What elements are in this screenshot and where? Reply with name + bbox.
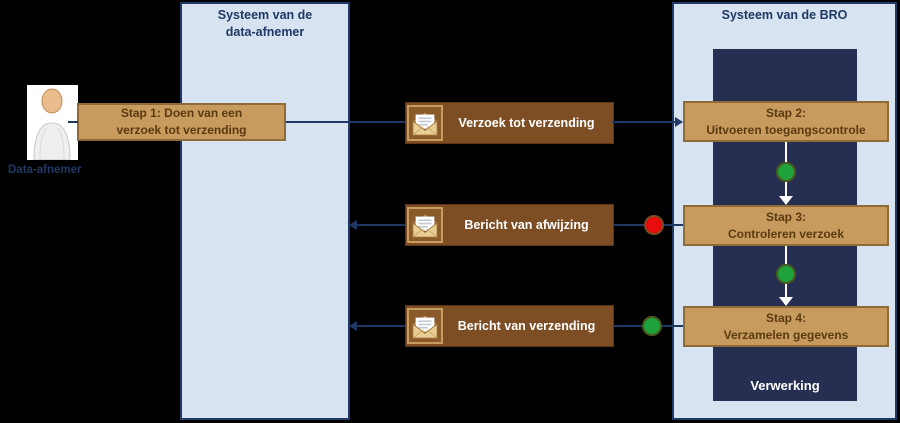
step4-line2: Verzamelen gegevens xyxy=(723,327,849,342)
step2-box: Stap 2: Uitvoeren toegangscontrole xyxy=(683,101,889,142)
arrowhead-into-consumer-row3 xyxy=(349,321,357,331)
envelope-frame xyxy=(407,207,443,243)
envelope-icon xyxy=(411,214,439,238)
consumer-system-panel xyxy=(180,2,350,420)
envelope-icon xyxy=(411,112,439,136)
flow-status-dot-2 xyxy=(776,264,796,284)
envelope-icon xyxy=(411,315,439,339)
step1-line2: verzoek tot verzending xyxy=(116,123,247,137)
processing-label: Verwerking xyxy=(750,378,820,393)
envelope-frame xyxy=(407,105,443,141)
step3-line1: Stap 3: xyxy=(765,209,806,224)
status-dot-rejected xyxy=(644,215,664,235)
bro-panel-title: Systeem van de BRO xyxy=(721,8,848,22)
message-rejection-box: Bericht van afwijzing xyxy=(405,204,614,246)
flow-arrowhead-step3 xyxy=(779,196,793,205)
actor-label: Data-afnemer xyxy=(8,164,82,176)
message-request-label: Verzoek tot verzending xyxy=(458,116,595,130)
connector-step1-message1 xyxy=(286,121,405,123)
step4-line1: Stap 4: xyxy=(765,310,806,325)
flow-arrowhead-step4 xyxy=(779,297,793,306)
person-icon xyxy=(33,88,71,161)
status-dot-approved xyxy=(642,316,662,336)
message-delivery-label: Bericht van verzending xyxy=(457,319,596,333)
step3-box: Stap 3: Controleren verzoek xyxy=(683,205,889,246)
message-rejection-label: Bericht van afwijzing xyxy=(464,218,589,232)
step2-line1: Stap 2: xyxy=(765,105,806,120)
envelope-frame xyxy=(407,308,443,344)
connector-message1-step2 xyxy=(612,121,676,123)
arrowhead-into-step2 xyxy=(675,117,683,127)
connector-actor-step1 xyxy=(68,121,78,123)
connector-message3-consumer xyxy=(356,325,405,327)
message-delivery-box: Bericht van verzending xyxy=(405,305,614,347)
step2-line2: Uitvoeren toegangscontrole xyxy=(706,122,866,137)
consumer-title-line2: data-afnemer xyxy=(225,24,305,39)
step4-box: Stap 4: Verzamelen gegevens xyxy=(683,306,889,347)
consumer-title-line1: Systeem van de xyxy=(217,8,313,22)
arrowhead-into-consumer-row2 xyxy=(349,220,357,230)
step1-box: Stap 1: Doen van een verzoek tot verzend… xyxy=(77,103,286,141)
connector-message2-consumer xyxy=(356,224,405,226)
flow-status-dot-1 xyxy=(776,162,796,182)
consumer-panel-title: Systeem van de data-afnemer xyxy=(180,7,350,41)
step1-line1: Stap 1: Doen van een xyxy=(120,106,243,121)
step3-line2: Controleren verzoek xyxy=(727,226,845,241)
message-request-box: Verzoek tot verzending xyxy=(405,102,614,144)
